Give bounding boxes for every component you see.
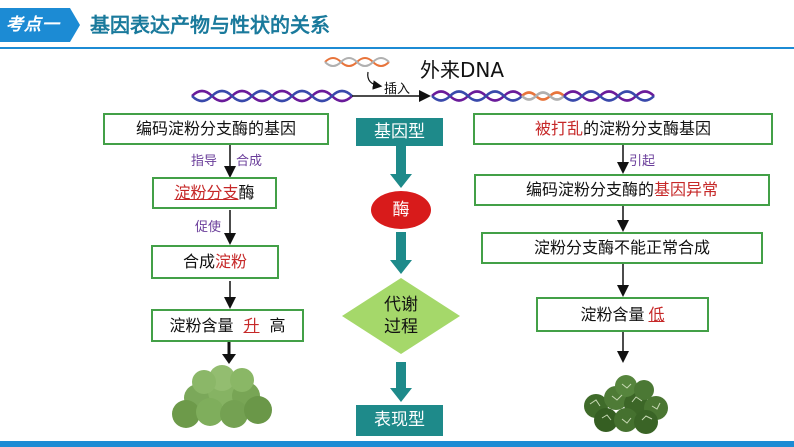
phenotype-box: 表现型 xyxy=(356,405,443,436)
header-band xyxy=(0,0,794,50)
abnormal-gene-highlight: 基因异常 xyxy=(654,180,719,199)
synth-starch-highlight: 淀粉 xyxy=(215,252,248,271)
metabolism-diamond xyxy=(342,278,460,354)
wrinkled-starch-granules xyxy=(584,375,668,434)
guide-label: 指导 xyxy=(191,154,218,169)
genotype-box: 基因型 xyxy=(356,118,443,146)
section-badge-label: 考点一 xyxy=(6,15,60,35)
metabolism-label: 代谢 过程 xyxy=(371,294,431,338)
bottom-accent-bar xyxy=(0,441,794,447)
foreign-dna-helix xyxy=(324,57,390,67)
starch-content-low-box: 淀粉含量低 xyxy=(536,297,709,332)
enzyme-box-left-text: 酶 xyxy=(238,183,255,202)
starch-content-high-box: 淀粉含量升高 xyxy=(151,309,304,342)
promote-label: 促使 xyxy=(195,220,222,235)
cause-label: 引起 xyxy=(629,154,656,169)
section-badge xyxy=(0,8,80,42)
abnormal-gene-box: 编码淀粉分支酶的基因异常 xyxy=(474,174,770,206)
insert-curve-arrow xyxy=(367,71,383,90)
gene-box-left-text: 编码淀粉分支酶的基因 xyxy=(135,119,296,138)
center-flow-arrows xyxy=(390,146,412,402)
enzyme-fail-text: 淀粉分支酶不能正常合成 xyxy=(533,238,710,257)
disrupted-gene-text: 的淀粉分支酶基因 xyxy=(583,119,712,138)
header-divider xyxy=(0,47,794,49)
disrupted-gene-box: 被打乱的淀粉分支酶基因 xyxy=(473,113,773,145)
page-title: 基因表达产物与性状的关系 xyxy=(90,13,330,37)
starch-low-text: 淀粉含量 xyxy=(580,305,645,324)
foreign-dna-label: 外来DNA xyxy=(420,58,505,82)
metabolism-line2: 过程 xyxy=(384,317,418,337)
starch-low-highlight: 低 xyxy=(648,305,665,324)
original-dna-helix xyxy=(191,89,353,103)
enzyme-box-left-highlight: 淀粉分支 xyxy=(174,183,239,202)
insert-label: 插入 xyxy=(384,82,411,97)
recombinant-dna-helix xyxy=(431,90,655,102)
arrow-left-4-head xyxy=(222,354,236,364)
round-starch-granules xyxy=(172,365,272,428)
abnormal-gene-text: 编码淀粉分支酶的 xyxy=(525,180,654,199)
enzyme-fail-box: 淀粉分支酶不能正常合成 xyxy=(481,232,763,264)
metabolism-line1: 代谢 xyxy=(384,295,418,315)
enzyme-box-left: 淀粉分支酶 xyxy=(152,177,277,209)
starch-content-rise: 升 xyxy=(243,316,260,335)
synth-starch-text: 合成 xyxy=(182,252,215,271)
starch-content-high: 高 xyxy=(269,316,286,335)
disrupted-gene-highlight: 被打乱 xyxy=(534,119,583,138)
enzyme-label: 酶 xyxy=(392,200,410,220)
gene-box-left: 编码淀粉分支酶的基因 xyxy=(103,113,329,145)
starch-content-text: 淀粉含量 xyxy=(169,316,234,335)
enzyme-ellipse xyxy=(371,191,431,229)
synth-label: 合成 xyxy=(236,154,263,169)
synth-starch-box: 合成淀粉 xyxy=(151,245,279,279)
